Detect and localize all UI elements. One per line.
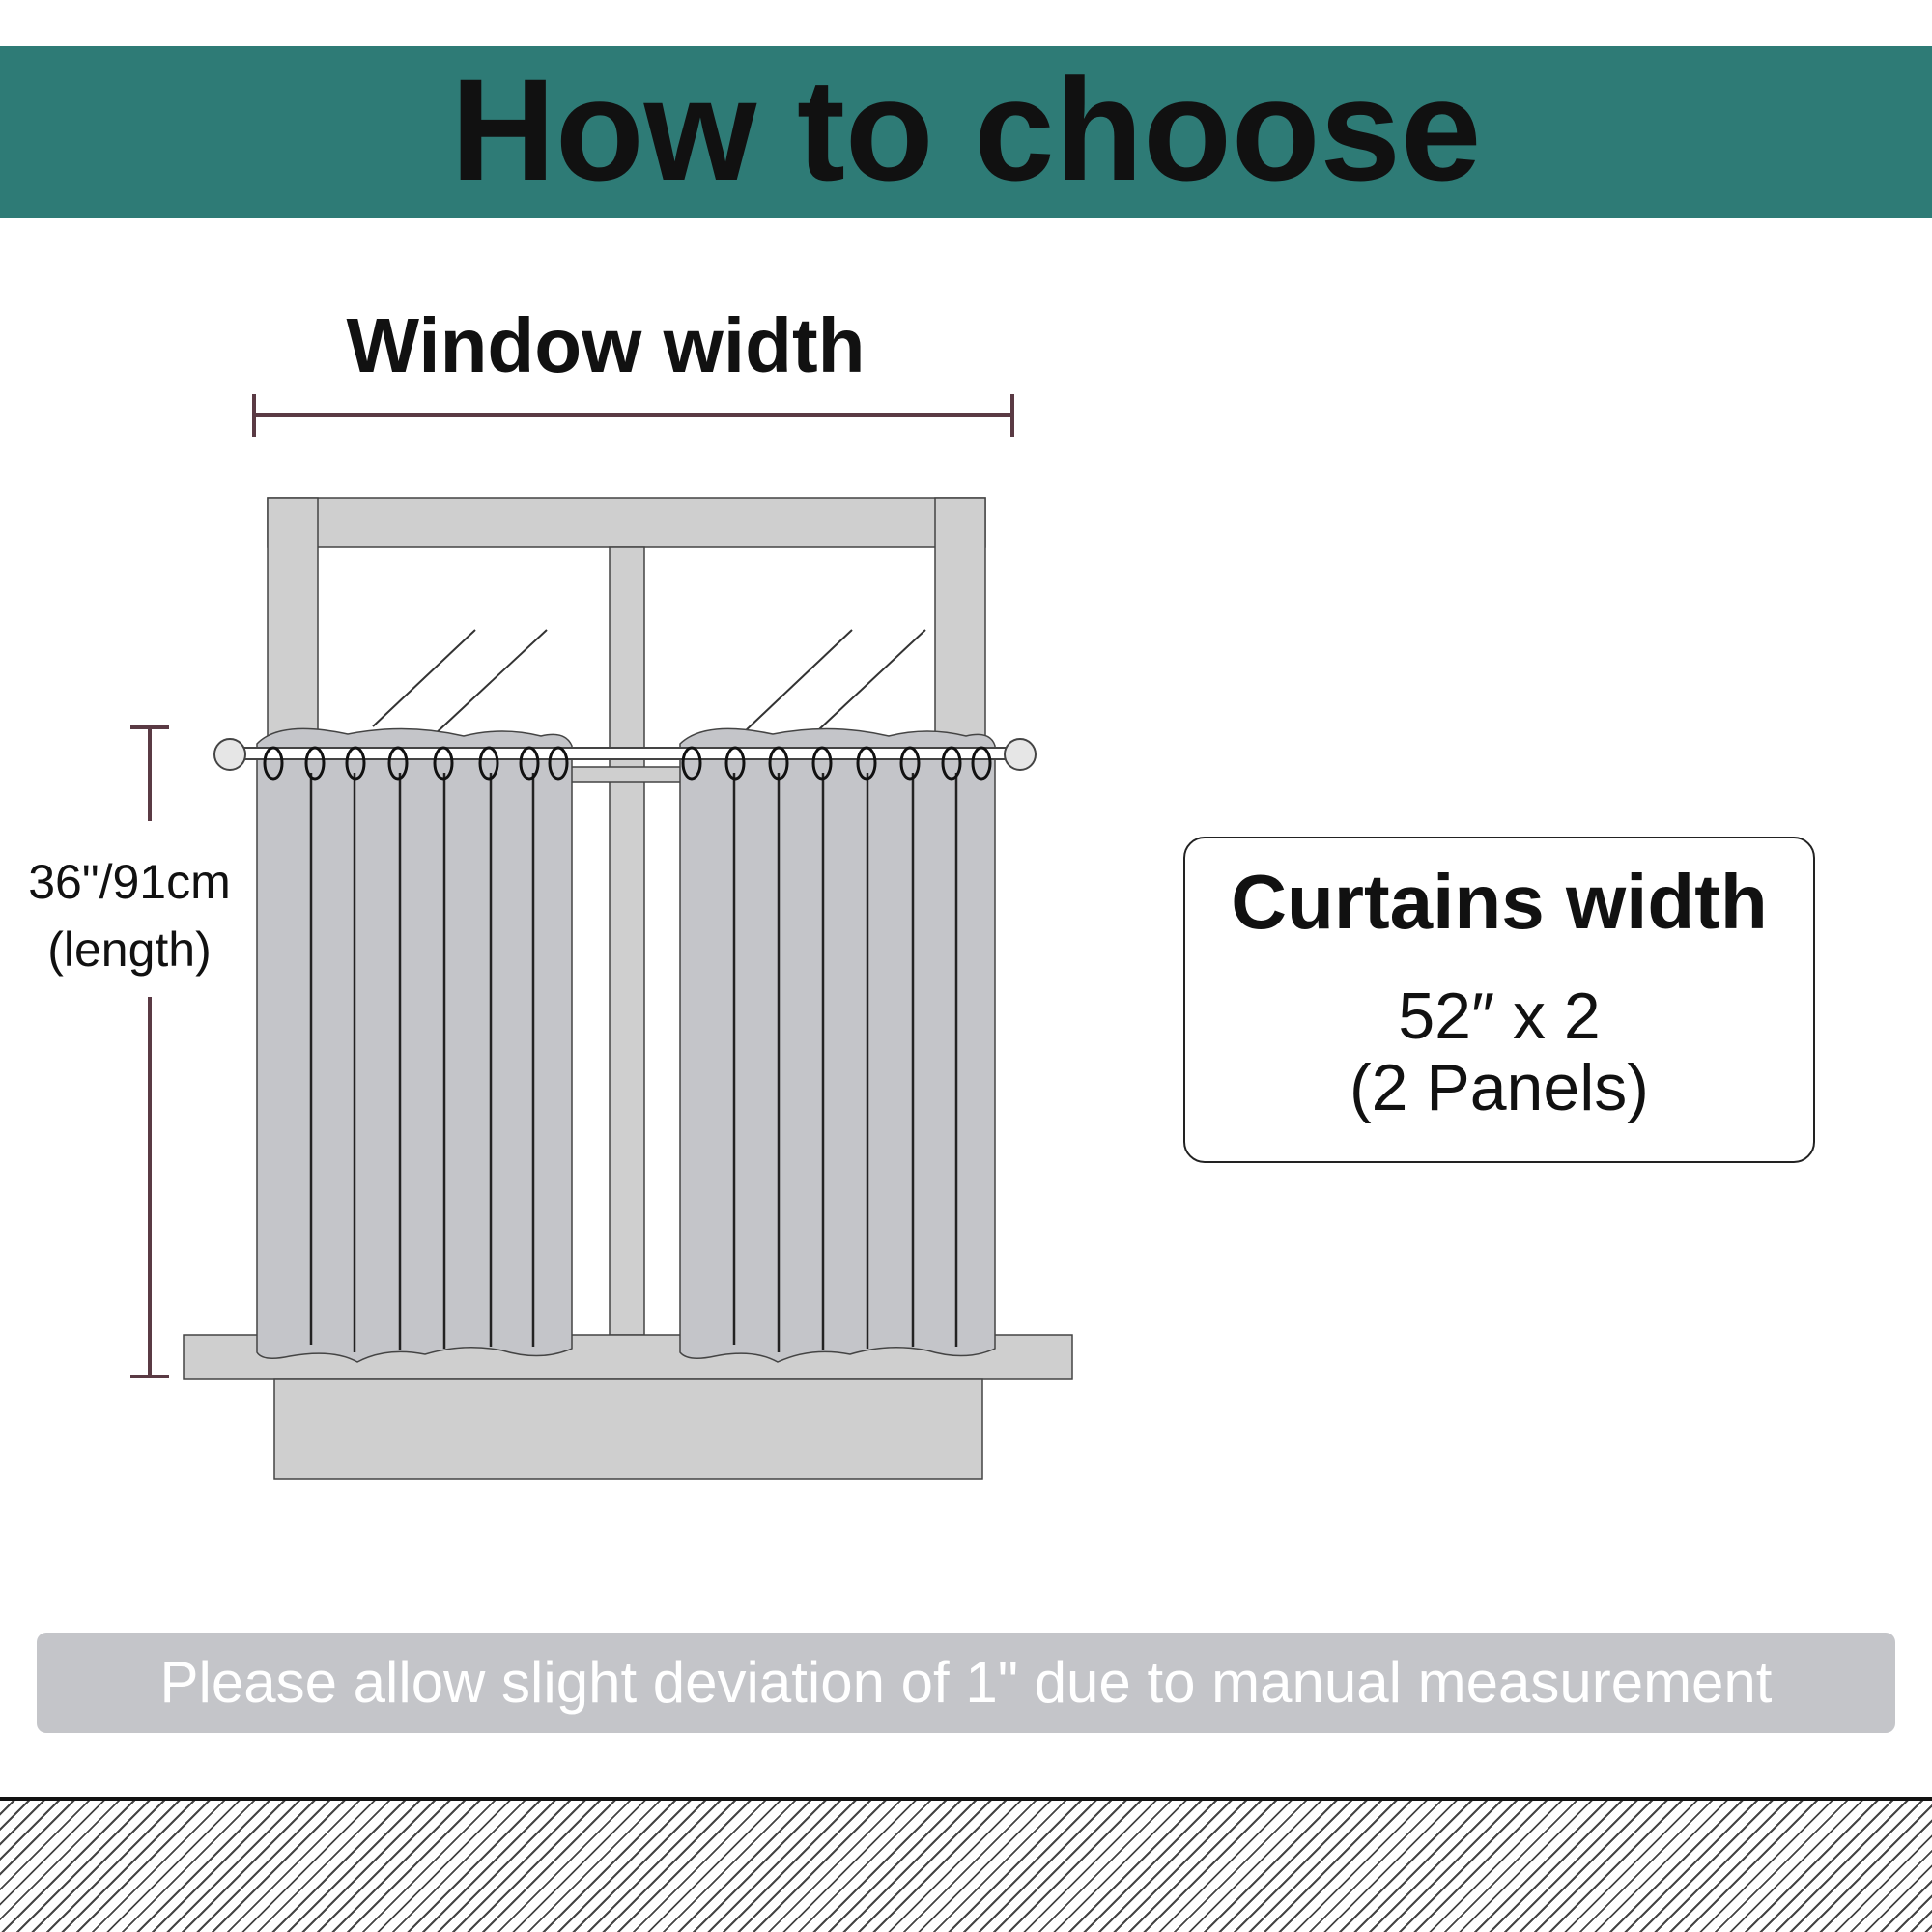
curtain-rod [213, 738, 1037, 771]
window-width-label: Window width [346, 302, 866, 388]
curtains-panel-count: (2 Panels) [1350, 1051, 1649, 1124]
window-width-dimension-line [252, 394, 1014, 437]
left-curtain-panel [256, 727, 573, 1363]
curtains-width-value: 52″ x 2 [1398, 980, 1601, 1053]
rod-finial-right [1004, 738, 1037, 771]
grommet-rings [263, 746, 992, 781]
floor-hatch-pattern [0, 1801, 1932, 1932]
window-sill [183, 1334, 1073, 1480]
rod-finial-left [213, 738, 246, 771]
curtains-width-title: Curtains width [1231, 859, 1768, 945]
length-value: 36"/91cm [28, 855, 231, 909]
length-label: 36"/91cm (length) [0, 848, 259, 983]
right-curtain-panel [679, 727, 996, 1363]
curtains-width-box: Curtains width 52″ x 2 (2 Panels) [1183, 837, 1815, 1163]
measurement-note: Please allow slight deviation of 1" due … [159, 1650, 1773, 1715]
header-banner: How to choose [0, 46, 1932, 218]
page-title: How to choose [450, 48, 1482, 211]
glass-reflection-lines [372, 629, 926, 737]
measurement-note-bar: Please allow slight deviation of 1" due … [37, 1633, 1895, 1733]
floor-line [0, 1797, 1932, 1801]
length-caption: (length) [47, 923, 212, 977]
length-dimension-line [130, 725, 169, 1378]
